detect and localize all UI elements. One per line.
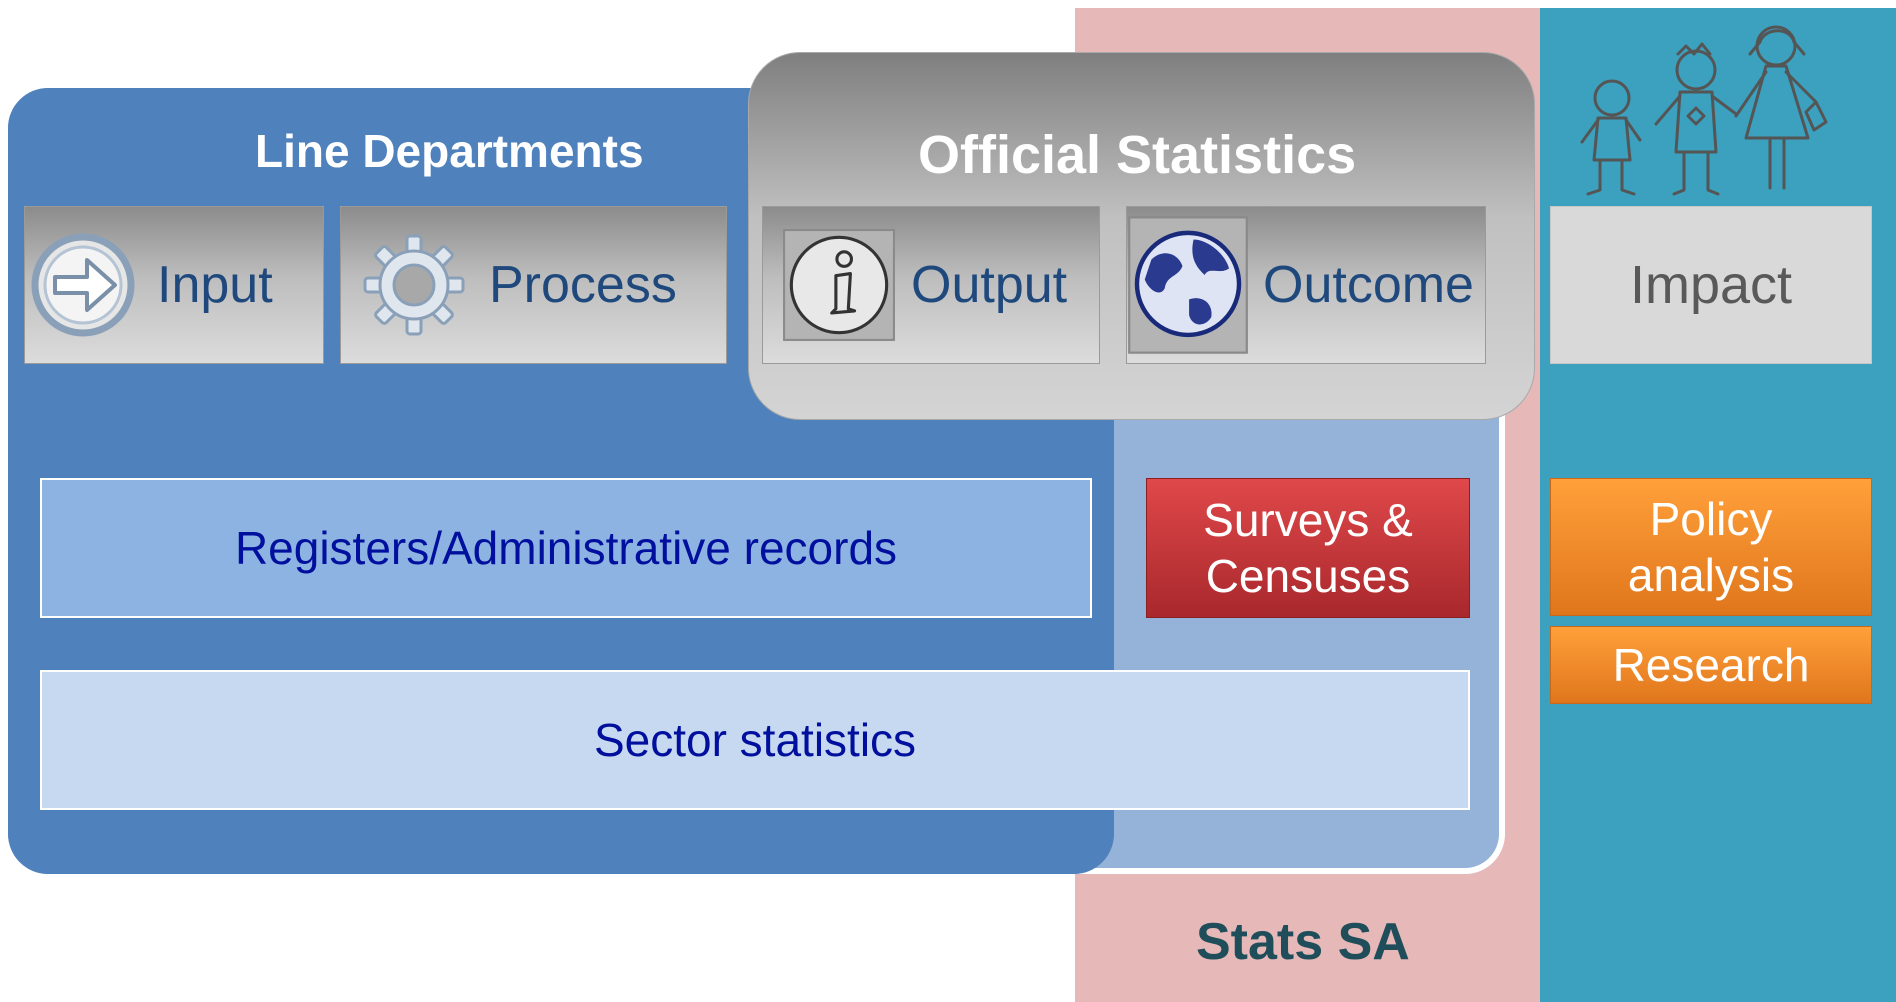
info-icon <box>783 229 895 341</box>
research-label: Research <box>1612 639 1810 691</box>
surveys-censuses-box: Surveys & Censuses <box>1146 478 1470 618</box>
sector-statistics-label: Sector statistics <box>593 714 917 766</box>
output-tile: Output <box>762 206 1100 364</box>
sector-statistics-box: Sector statistics <box>40 670 1470 810</box>
line-departments-title: Line Departments <box>255 125 644 177</box>
process-label: Process <box>489 256 677 314</box>
registers-box: Registers/Administrative records <box>40 478 1092 618</box>
gear-icon <box>363 234 465 336</box>
surveys-label-line2: Censuses <box>1205 550 1411 602</box>
research-box: Research <box>1550 626 1872 704</box>
policy-analysis-box: Policy analysis <box>1550 478 1872 616</box>
input-label: Input <box>157 256 273 314</box>
policy-label-line2: analysis <box>1627 549 1795 601</box>
outcome-tile: Outcome <box>1126 206 1486 364</box>
arrow-right-circle-icon <box>31 233 135 337</box>
input-tile: Input <box>24 206 324 364</box>
registers-label: Registers/Administrative records <box>234 522 898 574</box>
policy-label-line1: Policy <box>1649 493 1773 545</box>
process-tile: Process <box>340 206 727 364</box>
impact-label: Impact <box>1629 255 1793 315</box>
official-statistics-title: Official Statistics <box>918 125 1357 185</box>
globe-icon <box>1128 216 1248 354</box>
outcome-label: Outcome <box>1263 256 1474 314</box>
surveys-label-line1: Surveys & <box>1203 494 1413 546</box>
family-drawing-icon <box>1580 25 1828 196</box>
impact-tile: Impact <box>1550 206 1872 364</box>
output-label: Output <box>911 256 1068 314</box>
stats-sa-label: Stats SA <box>1196 913 1410 971</box>
